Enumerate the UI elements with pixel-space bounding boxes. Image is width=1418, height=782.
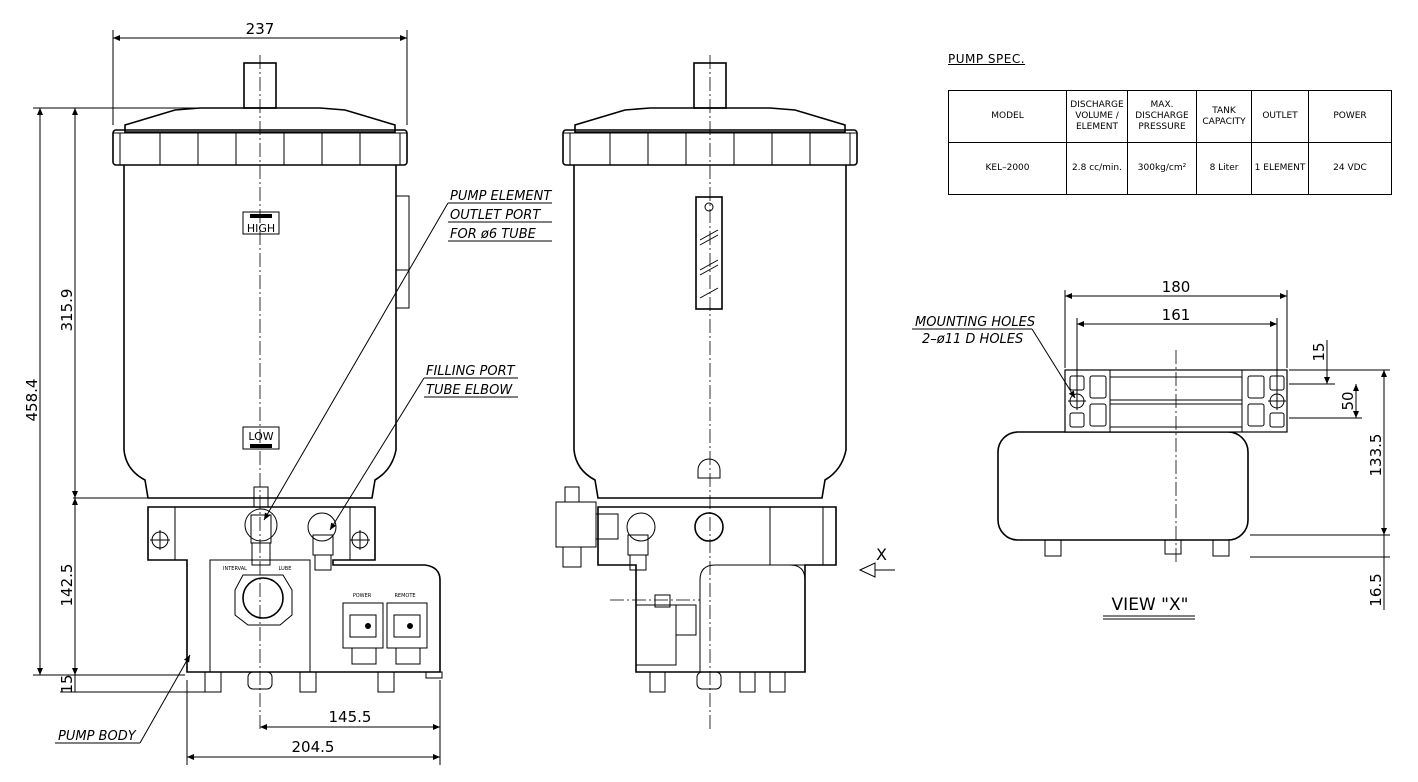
spec-header-capacity: TANK CAPACITY	[1196, 90, 1252, 143]
side-view: X	[555, 55, 895, 730]
spec-model: KEL–2000	[948, 142, 1067, 195]
spec-discharge: 2.8 cc/min.	[1066, 142, 1128, 195]
front-labels: PUMP ELEMENT OUTLET PORT FOR ø6 TUBE FIL…	[55, 189, 552, 744]
mounting-holes-label-1: MOUNTING HOLES	[915, 315, 1035, 330]
remote-label: REMOTE	[394, 593, 415, 599]
dim-458-4: 458.4	[23, 379, 41, 422]
spec-header-discharge: DISCHARGE VOLUME / ELEMENT	[1066, 90, 1128, 143]
pump-element-label-2: OUTLET PORT	[450, 208, 541, 223]
interval-label: INTERVAL	[223, 566, 247, 572]
power-label: POWER	[353, 593, 372, 599]
level-high-label: HIGH	[247, 222, 275, 235]
level-low-label: LOW	[248, 430, 273, 443]
spec-header-pressure: MAX. DISCHARGE PRESSURE	[1127, 90, 1197, 143]
view-x-arrow-label: X	[876, 545, 887, 564]
spec-title: PUMP SPEC.	[948, 52, 1026, 66]
filling-port-label-1: FILLING PORT	[426, 364, 516, 379]
mounting-holes-label-2: 2–ø11 D HOLES	[922, 332, 1023, 347]
dim-315-9: 315.9	[58, 289, 76, 332]
spec-capacity: 8 Liter	[1196, 142, 1252, 195]
spec-header-row: MODEL DISCHARGE VOLUME / ELEMENT MAX. DI…	[948, 90, 1392, 143]
dim-145-5: 145.5	[329, 708, 372, 726]
pump-spec-table: MODEL DISCHARGE VOLUME / ELEMENT MAX. DI…	[948, 90, 1392, 195]
pump-body-label: PUMP BODY	[58, 729, 137, 744]
dim-15-foot: 15	[58, 674, 76, 693]
view-x-title: VIEW "X"	[1112, 595, 1189, 615]
lube-label: LUBE	[279, 566, 292, 572]
front-view: HIGH LOW INTERVAL LUBE POWER REMOTE	[112, 55, 443, 730]
spec-outlet: 1 ELEMENT	[1251, 142, 1309, 195]
dim-180: 180	[1162, 278, 1191, 296]
dim-237: 237	[246, 20, 275, 38]
dim-204-5: 204.5	[292, 738, 335, 756]
front-dimensions: 237 315.9 458.4 142.5 15 145.5 204.5	[23, 20, 441, 765]
dim-16-5: 16.5	[1367, 573, 1385, 606]
view-x: 180 161 15 50 133.5 16.5 MOUNTING HOLES …	[912, 278, 1390, 620]
spec-power: 24 VDC	[1308, 142, 1392, 195]
dim-161: 161	[1162, 306, 1191, 324]
pump-element-label-1: PUMP ELEMENT	[450, 189, 552, 204]
spec-header-model: MODEL	[948, 90, 1067, 143]
spec-header-power: POWER	[1308, 90, 1392, 143]
spec-row: KEL–2000 2.8 cc/min. 300kg/cm² 8 Liter 1…	[948, 142, 1392, 195]
filling-port-label-2: TUBE ELBOW	[426, 383, 513, 398]
dim-15-mount: 15	[1310, 342, 1328, 361]
pump-element-label-3: FOR ø6 TUBE	[450, 227, 537, 242]
dim-142-5: 142.5	[58, 564, 76, 607]
spec-header-outlet: OUTLET	[1251, 90, 1309, 143]
dim-133-5: 133.5	[1367, 434, 1385, 477]
dim-50: 50	[1339, 391, 1357, 410]
spec-pressure: 300kg/cm²	[1127, 142, 1197, 195]
